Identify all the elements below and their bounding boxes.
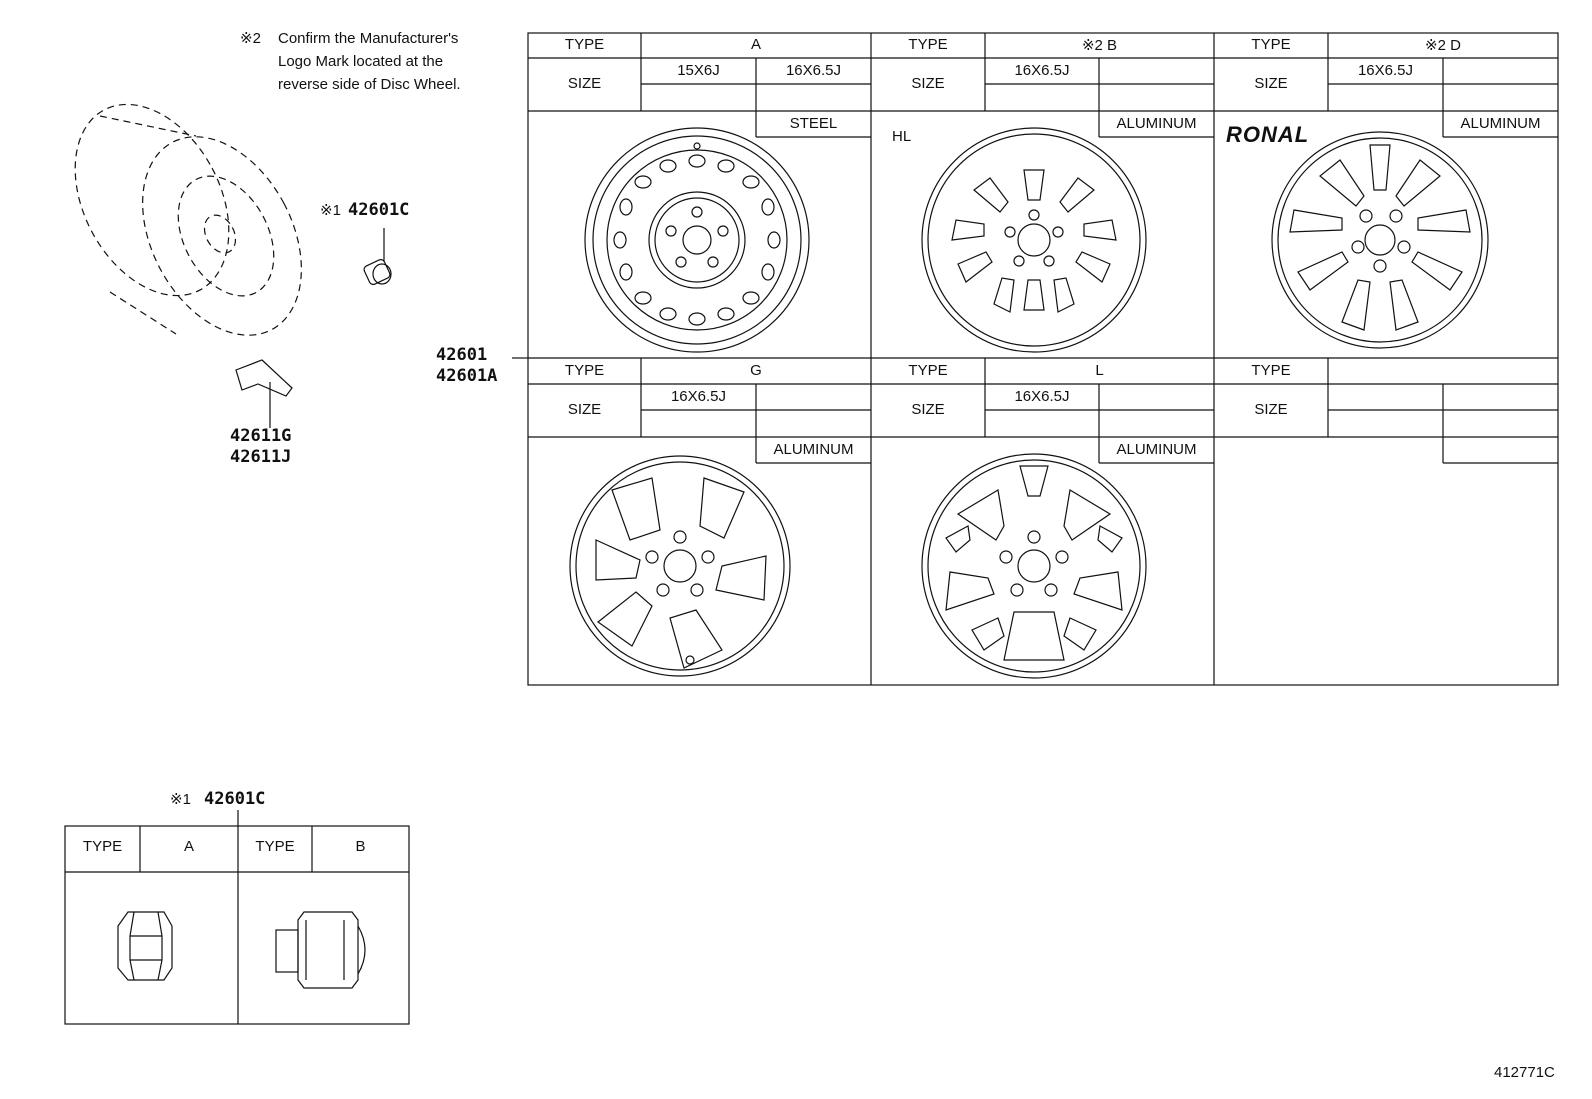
figure-code: 412771C xyxy=(1494,1064,1555,1081)
wheel-b-size-1: 16X6.5J xyxy=(1014,62,1070,79)
size-label: SIZE xyxy=(567,75,602,92)
nut-type-label-a: TYPE xyxy=(82,838,123,855)
wheel-part-number-42601a[interactable]: 42601A xyxy=(436,366,498,386)
size-label: SIZE xyxy=(567,401,602,418)
nut-type-a-value: A xyxy=(183,838,194,855)
type-label: TYPE xyxy=(564,362,605,379)
wheel-type-b-aluminum-icon xyxy=(921,127,1147,353)
lug-nut-callout-mark: ※1 xyxy=(320,202,341,219)
nut-type-a-icon xyxy=(117,911,173,981)
wheel-a-size-2: 16X6.5J xyxy=(785,62,842,79)
type-label: TYPE xyxy=(1251,36,1291,53)
wheel-table-grid xyxy=(527,32,1559,686)
nut-table-title-mark: ※1 xyxy=(170,791,191,808)
valve-part-number-42611j[interactable]: 42611J xyxy=(230,447,292,467)
type-label: TYPE xyxy=(1251,362,1291,379)
wheel-a-material: STEEL xyxy=(789,115,838,132)
nut-type-b-value: B xyxy=(355,838,366,855)
wheel-g-material: ALUMINUM xyxy=(773,441,854,458)
wheel-b-type-value: ※2 B xyxy=(1081,37,1118,54)
nut-table-grid xyxy=(64,810,410,1025)
lug-nut-part-number[interactable]: 42601C xyxy=(348,200,410,220)
wheel-part-number-42601[interactable]: 42601 xyxy=(436,345,488,365)
type-label: TYPE xyxy=(564,36,605,53)
valve-part-number-42611g[interactable]: 42611G xyxy=(230,426,292,446)
ronal-logo: RONAL xyxy=(1226,122,1310,147)
wheel-a-type-value: A xyxy=(750,36,761,53)
wheel-a-size-1: 15X6J xyxy=(677,62,720,79)
type-label: TYPE xyxy=(908,36,948,53)
wheel-type-a-steel-icon xyxy=(584,127,810,353)
nut-type-label-b: TYPE xyxy=(255,838,295,855)
wheel-type-d-aluminum-icon xyxy=(1271,131,1489,349)
wheel-type-l-aluminum-icon xyxy=(921,453,1147,679)
wheel-g-type-value: G xyxy=(750,362,762,379)
wheel-g-size-1: 16X6.5J xyxy=(670,388,727,405)
lug-nut-icon xyxy=(363,228,392,285)
manufacturer-logo-note-line1: Confirm the Manufacturer's xyxy=(278,30,459,47)
size-label: SIZE xyxy=(1254,75,1288,92)
wheel-l-size-1: 16X6.5J xyxy=(1014,388,1070,405)
wheel-type-g-aluminum-icon xyxy=(569,455,791,677)
nut-type-b-icon xyxy=(275,911,366,989)
size-label: SIZE xyxy=(911,75,945,92)
size-label: SIZE xyxy=(1254,401,1288,418)
wheel-d-material: ALUMINUM xyxy=(1460,115,1541,132)
nut-table-title-part-number[interactable]: 42601C xyxy=(204,789,266,809)
wheel-b-material: ALUMINUM xyxy=(1116,115,1197,132)
wheel-l-material: ALUMINUM xyxy=(1116,441,1197,458)
manufacturer-logo-note-mark: ※2 xyxy=(240,30,261,47)
size-label: SIZE xyxy=(911,401,945,418)
wheel-l-type-value: L xyxy=(1095,362,1104,379)
manufacturer-logo-note-line3: reverse side of Disc Wheel. xyxy=(278,76,461,93)
valve-stem-icon xyxy=(235,359,293,428)
wheel-d-size-1: 16X6.5J xyxy=(1357,62,1414,79)
wheel-d-type-value: ※2 D xyxy=(1425,37,1461,54)
wheel-b-hl-mark: HL xyxy=(892,128,912,145)
tire-icon xyxy=(74,103,302,336)
type-label: TYPE xyxy=(908,362,948,379)
manufacturer-logo-note-line2: Logo Mark located at the xyxy=(278,53,444,70)
